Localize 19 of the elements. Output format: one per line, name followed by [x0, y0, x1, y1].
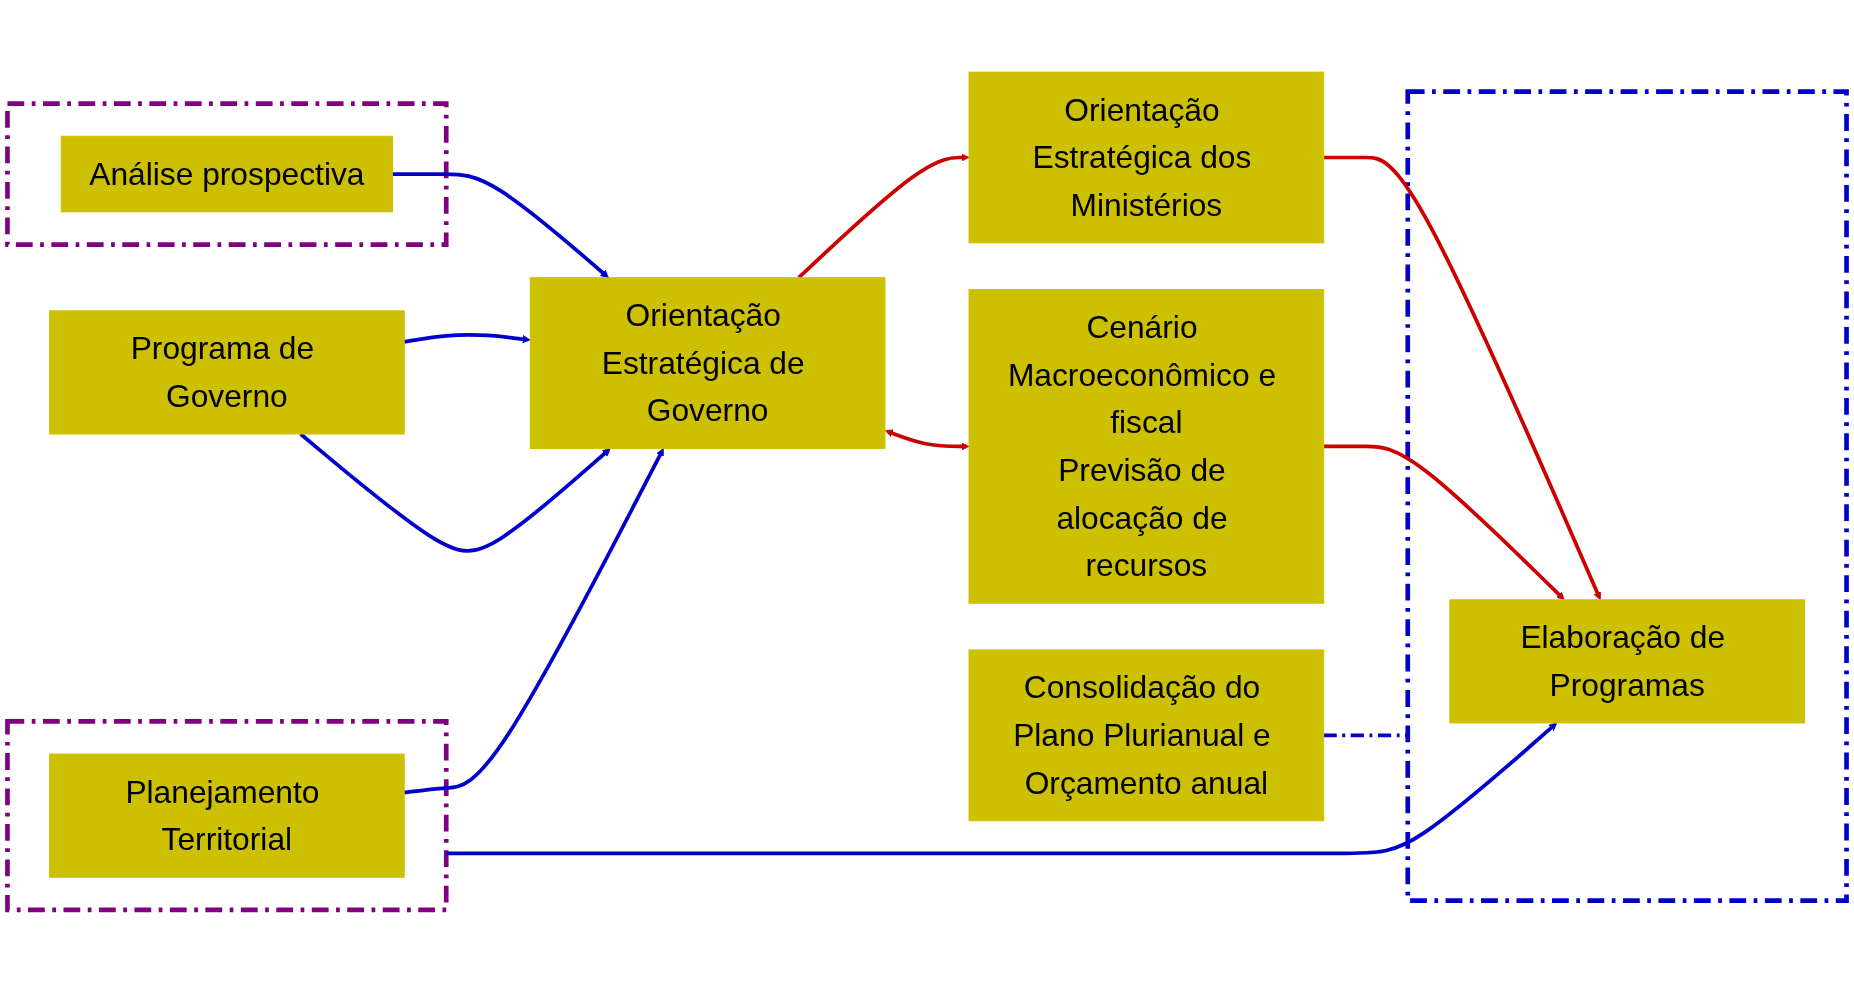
node-box: Cenário Macroeconômico e fiscal Previsão de alocação de recursos [968, 289, 1325, 604]
cluster [1405, 89, 1849, 903]
arrow [1323, 444, 1565, 601]
arrow [1323, 155, 1602, 601]
connector [1323, 733, 1408, 738]
node-box: Análise prospectiva [60, 135, 393, 213]
cluster [5, 719, 449, 913]
node-box: Orientação Estratégica dos Ministérios [968, 71, 1325, 244]
arrow [884, 429, 970, 451]
arrow [446, 722, 1558, 856]
node-box: Programa de Governo [49, 310, 405, 435]
node-box: Consolidação do Plano Plurianual e Orçamento anual [968, 649, 1325, 822]
node-box: Planejamento Territorial [49, 753, 405, 878]
arrow [403, 448, 664, 795]
cluster [5, 101, 449, 247]
arrow [392, 172, 609, 279]
arrow [403, 333, 531, 344]
node-box: Elaboração de Programas [1449, 599, 1805, 724]
node-box: Orientação Estratégica de Governo [529, 277, 886, 449]
